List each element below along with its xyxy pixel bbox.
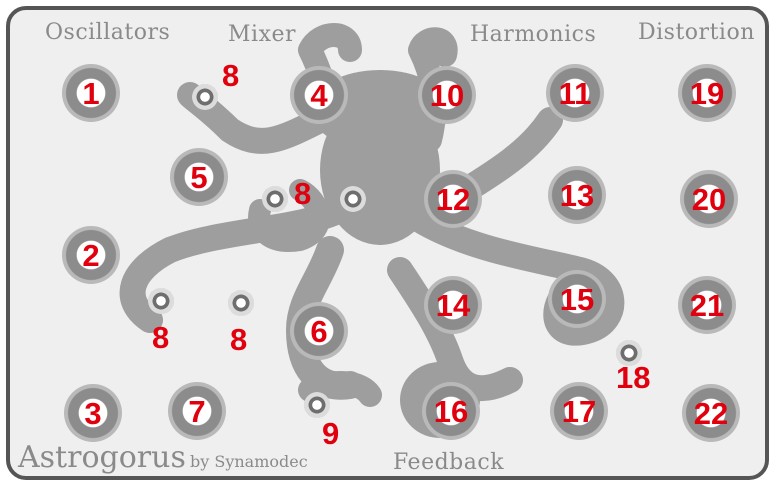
harmonics-title: Harmonics — [470, 22, 596, 47]
knob-label: 16 — [434, 396, 468, 427]
jack-label: 8 — [222, 60, 239, 91]
jack-8-mixer-left[interactable] — [262, 186, 288, 212]
jack-label: 8 — [294, 178, 311, 209]
knob-19[interactable]: 19 — [678, 64, 736, 122]
knob-21[interactable]: 21 — [678, 276, 736, 334]
knob-14[interactable]: 14 — [424, 276, 482, 334]
knob-11[interactable]: 11 — [546, 64, 604, 122]
knob-label: 6 — [310, 316, 327, 347]
knob-15[interactable]: 15 — [548, 270, 606, 328]
knob-4[interactable]: 4 — [290, 66, 348, 124]
jack-label: 8 — [230, 324, 247, 355]
knob-6[interactable]: 6 — [290, 302, 348, 360]
knob-label: 7 — [188, 396, 205, 427]
brand-byline: by Synamodec — [190, 452, 308, 471]
knob-17[interactable]: 17 — [550, 382, 608, 440]
knob-20[interactable]: 20 — [680, 170, 738, 228]
mixer-title: Mixer — [228, 22, 296, 47]
knob-label: 1 — [82, 78, 99, 109]
jack-8-left[interactable] — [148, 288, 174, 314]
brand-name: Astrogorus — [18, 440, 186, 475]
knob-22[interactable]: 22 — [682, 384, 740, 442]
knob-label: 15 — [560, 284, 594, 315]
distortion-title: Distortion — [638, 20, 755, 45]
jack-label: 9 — [322, 418, 339, 449]
knob-2[interactable]: 2 — [62, 226, 120, 284]
knob-10[interactable]: 10 — [418, 66, 476, 124]
feedback-title: Feedback — [393, 450, 504, 475]
knob-16[interactable]: 16 — [422, 382, 480, 440]
knob-5[interactable]: 5 — [170, 148, 228, 206]
knob-label: 3 — [84, 398, 101, 429]
knob-label: 2 — [82, 240, 99, 271]
knob-label: 10 — [430, 80, 464, 111]
knob-label: 19 — [690, 78, 724, 109]
knob-label: 4 — [310, 80, 327, 111]
knob-label: 17 — [562, 396, 596, 427]
jack-8-mixer-right[interactable] — [340, 186, 366, 212]
knob-label: 11 — [559, 78, 592, 109]
jack-9[interactable] — [304, 392, 330, 418]
knob-3[interactable]: 3 — [64, 384, 122, 442]
knob-label: 12 — [436, 184, 470, 215]
knob-13[interactable]: 13 — [548, 166, 606, 224]
knob-label: 20 — [692, 184, 726, 215]
knob-label: 13 — [560, 180, 594, 211]
knob-1[interactable]: 1 — [62, 64, 120, 122]
knob-12[interactable]: 12 — [424, 170, 482, 228]
knob-label: 14 — [436, 290, 470, 321]
jack-label: 8 — [152, 322, 169, 353]
knob-label: 5 — [190, 162, 207, 193]
jack-8-mid[interactable] — [228, 290, 254, 316]
jack-label: 18 — [616, 362, 650, 393]
knob-label: 21 — [690, 290, 724, 321]
knob-label: 22 — [694, 398, 728, 429]
oscillators-title: Oscillators — [45, 20, 170, 45]
jack-8-top[interactable] — [192, 84, 218, 110]
knob-7[interactable]: 7 — [168, 382, 226, 440]
